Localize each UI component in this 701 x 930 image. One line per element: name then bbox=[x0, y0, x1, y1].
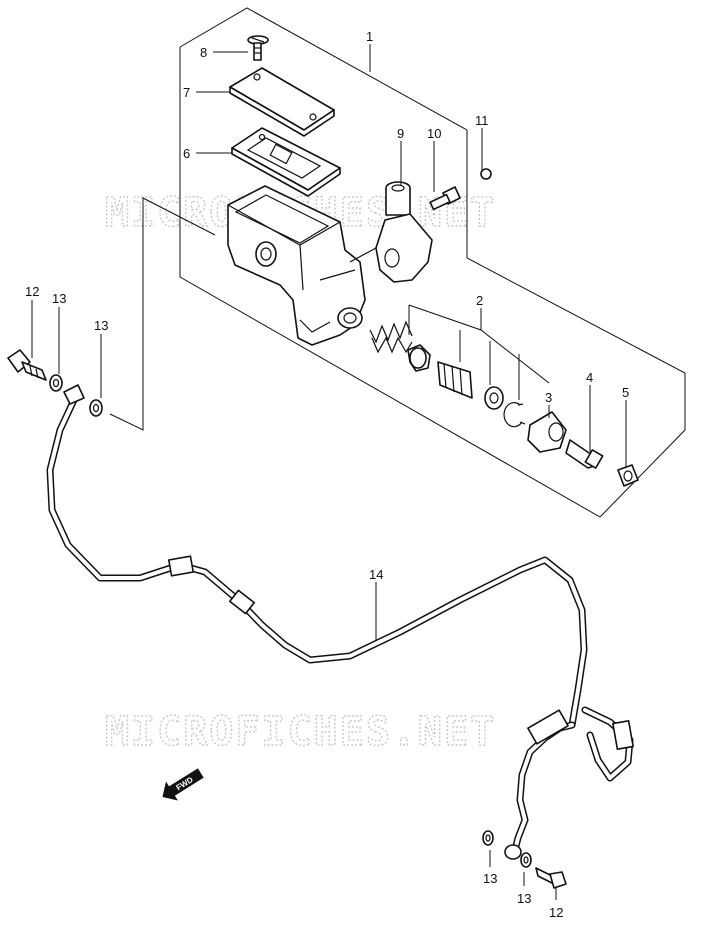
gasket-part-13-bottom-b bbox=[520, 852, 532, 868]
callout-11: 11 bbox=[475, 113, 489, 128]
clevis-part-5 bbox=[617, 464, 639, 487]
callout-6: 6 bbox=[183, 146, 190, 161]
callout-8: 8 bbox=[200, 45, 207, 60]
gasket-part-13-left-a bbox=[49, 374, 63, 392]
callout-13-left-a: 13 bbox=[52, 291, 66, 306]
diaphragm-part-6 bbox=[231, 127, 341, 197]
callout-4: 4 bbox=[586, 370, 593, 385]
callout-10: 10 bbox=[427, 126, 441, 141]
callout-3: 3 bbox=[545, 390, 552, 405]
callout-12-bottom: 12 bbox=[549, 905, 563, 920]
snap-ring bbox=[503, 402, 526, 428]
banjo-bolt-part-12-bottom bbox=[535, 867, 567, 889]
switch-housing-part-9 bbox=[349, 181, 433, 283]
callout-14: 14 bbox=[369, 567, 383, 582]
leader-lines bbox=[31, 44, 627, 900]
push-rod-part-4 bbox=[565, 439, 604, 469]
callout-7: 7 bbox=[183, 85, 190, 100]
banjo-bolt-part-12-left bbox=[7, 349, 47, 381]
callout-13-left-b: 13 bbox=[94, 318, 108, 333]
bolt-part-10 bbox=[429, 186, 461, 211]
brake-hose-part-14 bbox=[46, 384, 634, 860]
nut-part-11 bbox=[480, 168, 492, 180]
screw-part-8 bbox=[247, 35, 269, 61]
watermark-bottom: MICROFICHES.NET bbox=[105, 709, 496, 755]
callout-12-left: 12 bbox=[25, 284, 39, 299]
assembly-bracket-left bbox=[109, 197, 216, 431]
callout-9: 9 bbox=[397, 126, 404, 141]
gasket-part-13-left-b bbox=[89, 399, 103, 417]
callout-2: 2 bbox=[476, 293, 483, 308]
callout-13-bottom-b: 13 bbox=[517, 891, 531, 906]
assembly-outline bbox=[179, 7, 686, 518]
piston-set-part-2 bbox=[369, 320, 504, 410]
cap-part-7 bbox=[229, 67, 335, 137]
callout-5: 5 bbox=[622, 385, 629, 400]
forward-arrow-icon: FWD bbox=[162, 768, 204, 801]
callout-13-bottom-a: 13 bbox=[483, 871, 497, 886]
gasket-part-13-bottom-a bbox=[482, 830, 494, 846]
callout-1: 1 bbox=[366, 29, 373, 44]
boot-part-3 bbox=[527, 411, 567, 453]
master-cylinder-body bbox=[227, 185, 366, 346]
